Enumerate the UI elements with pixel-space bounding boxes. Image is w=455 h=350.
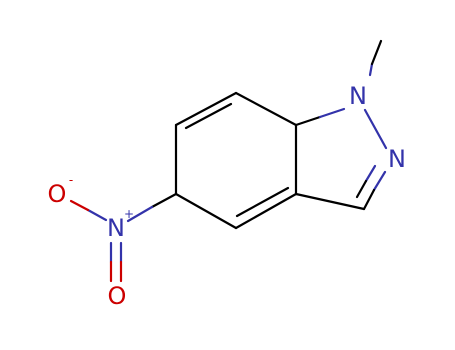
bond-c5-n3-blue — [126, 205, 154, 223]
atom-n1: N — [349, 82, 367, 110]
bond-c4-c3a-inner — [235, 186, 290, 218]
bond-n2-c3-blue — [372, 170, 387, 192]
bond-n3-o1-red — [69, 199, 90, 212]
atom-o1-charge: - — [69, 173, 73, 187]
atom-o1: O — [48, 180, 67, 208]
bond-n1-methyl-blue — [368, 62, 374, 77]
bond-c7a-c7 — [234, 91, 298, 127]
atom-labels: N N N + O - O — [48, 82, 406, 310]
bond-n1-methyl-black — [370, 39, 383, 66]
bond-c7a-n1-blue — [318, 107, 346, 119]
atom-n3-charge: + — [124, 207, 134, 221]
bond-c7-c6 — [174, 91, 238, 127]
atom-n2: N — [388, 145, 406, 173]
bond-n2-c3-inner-black — [355, 179, 368, 199]
bond-c5-n3-black — [150, 192, 178, 209]
bond-c4-c3a — [234, 192, 298, 230]
atom-n3: N — [107, 214, 125, 242]
bond-n2-c3-black — [362, 188, 376, 211]
bond-c5-c4 — [174, 192, 238, 230]
bond-c7a-n1-black — [294, 115, 322, 127]
bond-n1-n2 — [363, 108, 388, 150]
bond-n2-c3-inner-blue — [364, 164, 377, 183]
bond-c7-c6-inner — [184, 102, 233, 130]
atom-o2: O — [108, 282, 127, 310]
bond-c3-c3a — [294, 192, 366, 211]
bond-n3-o1-blue — [86, 208, 108, 222]
bonds — [69, 39, 388, 283]
